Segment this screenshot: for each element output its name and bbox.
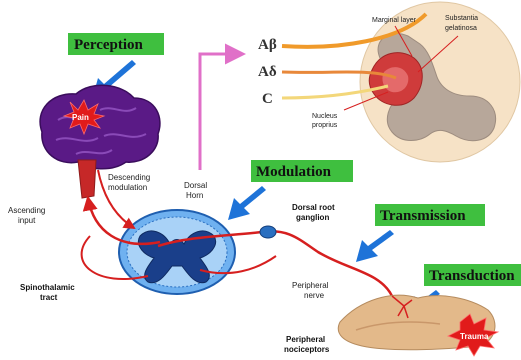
peripheral-nerve-label-line2: nerve [304,291,325,300]
transduction-label: Transduction [429,268,515,284]
a-beta-label: Aβ [258,37,277,53]
ascending-input-label-line2: input [18,216,36,225]
spinothalamic-tract-label-line1: Spinothalamic [20,283,75,292]
marginal-layer-label: Marginal layer [372,17,417,24]
peripheral-nociceptors-label-line2: nociceptors [284,345,330,354]
descending-modulation-label-line1: Descending [108,173,150,182]
perception-label: Perception [74,37,144,53]
c-fiber-label: C [262,91,273,107]
transmission-stage: Transmission [356,204,485,262]
dorsal-root-ganglion-label-line2: ganglion [296,213,329,222]
modulation-label: Modulation [256,164,332,180]
modulation-arrow [228,186,266,220]
dorsal-root-ganglion-label-line1: Dorsal root [292,203,335,212]
dorsal-horn-label-line2: Horn [186,191,203,200]
pain-label: Pain [72,113,89,122]
spinal-cord-section-detail [360,2,520,162]
substantia-gelatinosa-label-line1: Substantia [445,15,478,22]
a-delta-label: Aδ [258,64,277,80]
brainstem [78,160,96,198]
nucleus-proprius-label-line1: Nucleus [312,113,338,120]
substantia-gelatinosa-label-line2: gelatinosa [445,25,477,32]
ascending-input-label-line1: Ascending [8,206,45,215]
dorsal-horn-zoom-arrow [200,54,240,170]
transmission-arrow [356,230,394,262]
dorsal-horn-label-line1: Dorsal [184,181,207,190]
trauma-label: Trauma [460,332,489,341]
spinal-cord-illustration [119,210,235,294]
dorsal-root-ganglion [260,226,276,238]
spinothalamic-tract-label-line2: tract [40,293,58,302]
peripheral-nerve-label-line1: Peripheral [292,281,329,290]
peripheral-nociceptors-label-line1: Peripheral [286,335,325,344]
descending-modulation-label-line2: modulation [108,183,147,192]
nucleus-proprius-label-line2: proprius [312,122,338,129]
transmission-label: Transmission [380,208,466,224]
